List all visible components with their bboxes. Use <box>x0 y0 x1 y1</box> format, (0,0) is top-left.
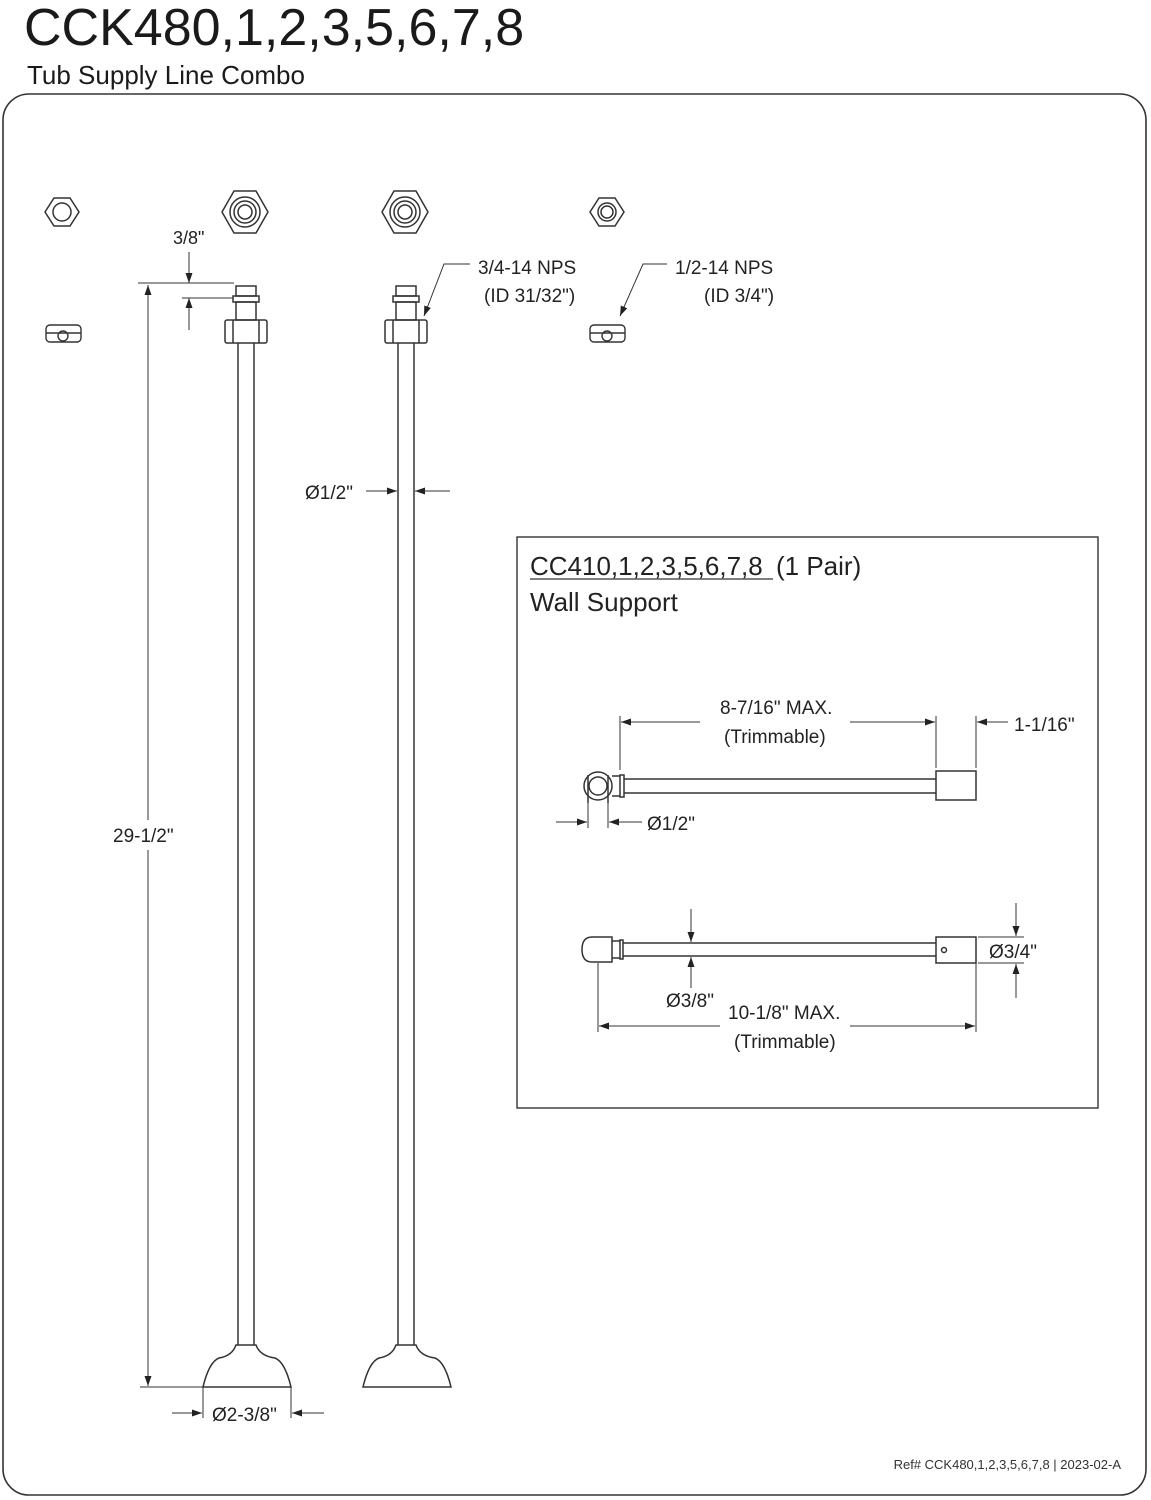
inset-name: Wall Support <box>530 587 679 617</box>
inset-ring-dia: Ø1/2" <box>647 814 695 835</box>
inset-dim-lines-2 <box>597 903 1024 1032</box>
nut-top-view-2 <box>221 190 269 234</box>
dim-thread-large: 3/4-14 NPS <box>478 258 576 279</box>
inset-len1-note: (Trimmable) <box>724 727 826 748</box>
dim-thread-large-id: (ID 31/32") <box>484 286 575 307</box>
dim-overall-height: 29-1/2" <box>113 826 174 847</box>
inset-dim-lines-1 <box>556 716 1008 828</box>
dim-base-diameter: Ø2-3/8" <box>212 1405 277 1426</box>
page-subtitle: Tub Supply Line Combo <box>27 60 305 90</box>
nut-top-view-3 <box>381 190 429 234</box>
dim-pipe-diameter: Ø1/2" <box>305 483 353 504</box>
inset-len2: 10-1/8" MAX. <box>728 1003 840 1024</box>
wall-support-rod-2 <box>581 936 977 964</box>
inset-tip-dia: Ø3/4" <box>989 942 1037 963</box>
dim-thread-small: 1/2-14 NPS <box>675 258 773 279</box>
inset-part-number: CC410,1,2,3,5,6,7,8 <box>530 551 763 581</box>
inset-qty: (1 Pair) <box>776 551 861 581</box>
reference-number: Ref# CCK480,1,2,3,5,6,7,8 | 2023-02-A <box>893 1457 1121 1472</box>
nut-side-view-2 <box>589 324 626 343</box>
inset-len1: 8-7/16" MAX. <box>720 698 832 719</box>
inset-len2-note: (Trimmable) <box>734 1032 836 1053</box>
supply-line-1 <box>202 285 292 1388</box>
nut-side-view-1 <box>45 324 82 343</box>
page-title: CCK480,1,2,3,5,6,7,8 <box>24 0 525 57</box>
inset-rod-dia: Ø3/8" <box>666 991 714 1012</box>
nut-top-view-4 <box>589 197 625 227</box>
inset-end-len: 1-1/16" <box>1014 715 1075 736</box>
dim-lines <box>138 252 667 1418</box>
dim-thread-small-id: (ID 3/4") <box>704 286 774 307</box>
dim-top-height: 3/8" <box>173 228 204 248</box>
supply-line-2 <box>362 285 452 1388</box>
wall-support-rod-1 <box>583 770 977 803</box>
drawing-frame <box>2 93 1147 1496</box>
nut-top-view-1 <box>44 197 80 227</box>
inset-frame <box>516 536 1099 1109</box>
